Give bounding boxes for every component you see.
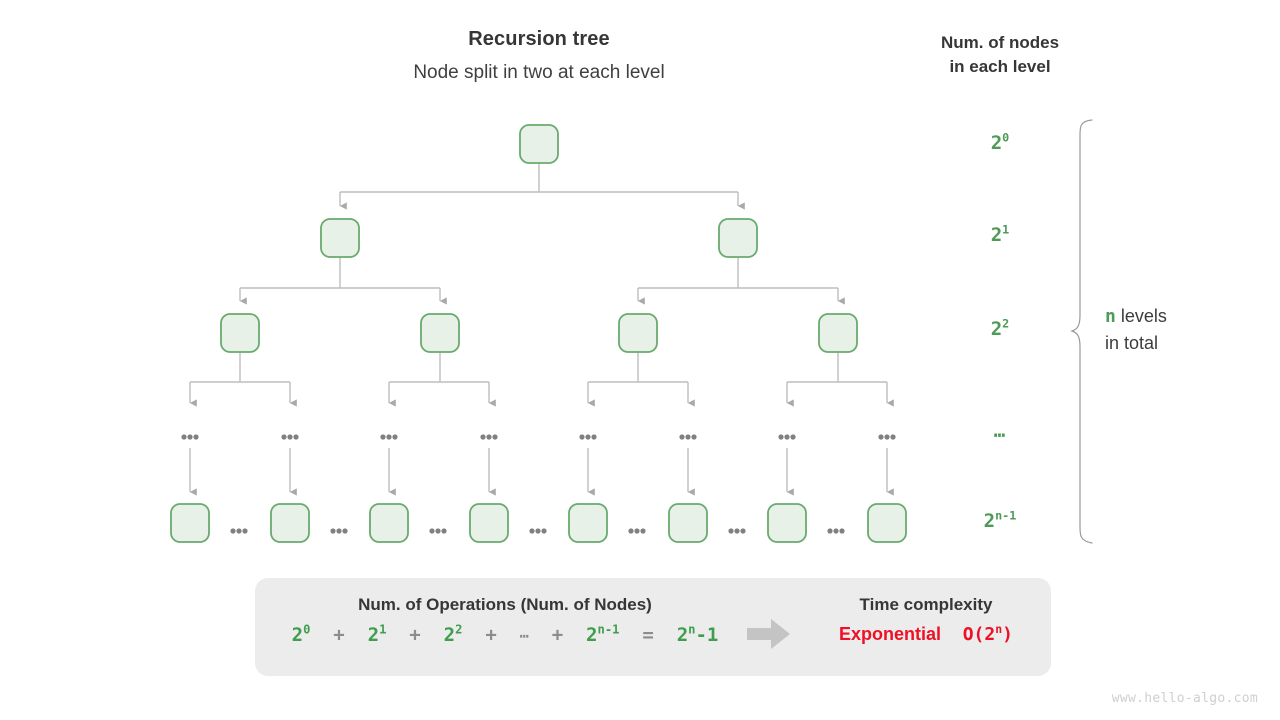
formula-result: 2n-1 <box>676 622 719 646</box>
tree-node <box>767 503 807 543</box>
formula-op-3: + <box>540 624 575 646</box>
brace-annotation: n levels in total <box>1105 303 1265 357</box>
operations-formula: 20 + 21 + 22 + ⋯ + 2n-1 = 2n-1 <box>255 624 755 646</box>
right-arrow-icon <box>747 619 790 649</box>
tree-node <box>818 313 858 353</box>
watermark: www.hello-algo.com <box>1111 691 1258 706</box>
level-count-ellipsis: ⋯ <box>993 424 1007 446</box>
tree-node <box>718 218 758 258</box>
tree-nodes <box>170 124 907 543</box>
tree-node <box>170 503 210 543</box>
tree-node <box>420 313 460 353</box>
brace-line2: in total <box>1105 333 1159 353</box>
complexity-value: Exponential O(2n) <box>806 622 1046 645</box>
tree-ellipses <box>181 434 896 534</box>
formula-term-0: 20 <box>291 622 311 646</box>
level-count-1: 21 <box>990 222 1010 246</box>
tree-node <box>618 313 658 353</box>
brace-variable: n <box>1105 306 1116 327</box>
formula-term-ellipsis: ⋯ <box>519 627 529 645</box>
tree-node <box>220 313 260 353</box>
tree-node <box>867 503 907 543</box>
column-header: Num. of nodes in each level <box>900 31 1100 79</box>
tree-node <box>369 503 409 543</box>
vertical-ellipsis <box>181 434 896 440</box>
summary-right: Time complexity Exponential O(2n) <box>806 595 1046 645</box>
formula-term-last: 2n-1 <box>586 622 620 646</box>
level-count-0: 20 <box>990 130 1010 154</box>
level-count-2: 22 <box>990 316 1010 340</box>
summary-right-heading: Time complexity <box>859 595 993 614</box>
column-header-line1: Num. of nodes <box>940 33 1060 52</box>
complexity-bigo: O(2n) <box>951 622 1013 645</box>
horizontal-ellipsis <box>230 528 845 534</box>
recursion-tree-graphic <box>170 124 907 543</box>
tree-node <box>469 503 509 543</box>
brace-text-after: levels <box>1120 306 1167 326</box>
formula-equals: = <box>630 624 666 646</box>
formula-term-2: 22 <box>443 622 463 646</box>
summary-panel <box>255 578 1051 676</box>
summary-left-heading: Num. of Operations (Num. of Nodes) <box>358 595 652 614</box>
tree-node <box>568 503 608 543</box>
tree-node <box>519 124 559 164</box>
level-span-brace <box>1070 119 1093 544</box>
column-header-line2: in each level <box>949 57 1051 76</box>
formula-op-2: + <box>473 624 509 646</box>
tree-node <box>668 503 708 543</box>
summary-left: Num. of Operations (Num. of Nodes) 20 + … <box>255 595 755 646</box>
formula-op-0: + <box>321 624 357 646</box>
page-title: Recursion tree <box>468 28 610 50</box>
tree-node <box>320 218 360 258</box>
formula-term-1: 21 <box>367 622 387 646</box>
tree-node <box>270 503 310 543</box>
level-count-last: 2n-1 <box>983 508 1017 532</box>
formula-op-1: + <box>397 624 433 646</box>
page-subtitle: Node split in two at each level <box>413 62 665 83</box>
tree-edges <box>189 163 894 496</box>
complexity-label: Exponential <box>839 624 942 644</box>
